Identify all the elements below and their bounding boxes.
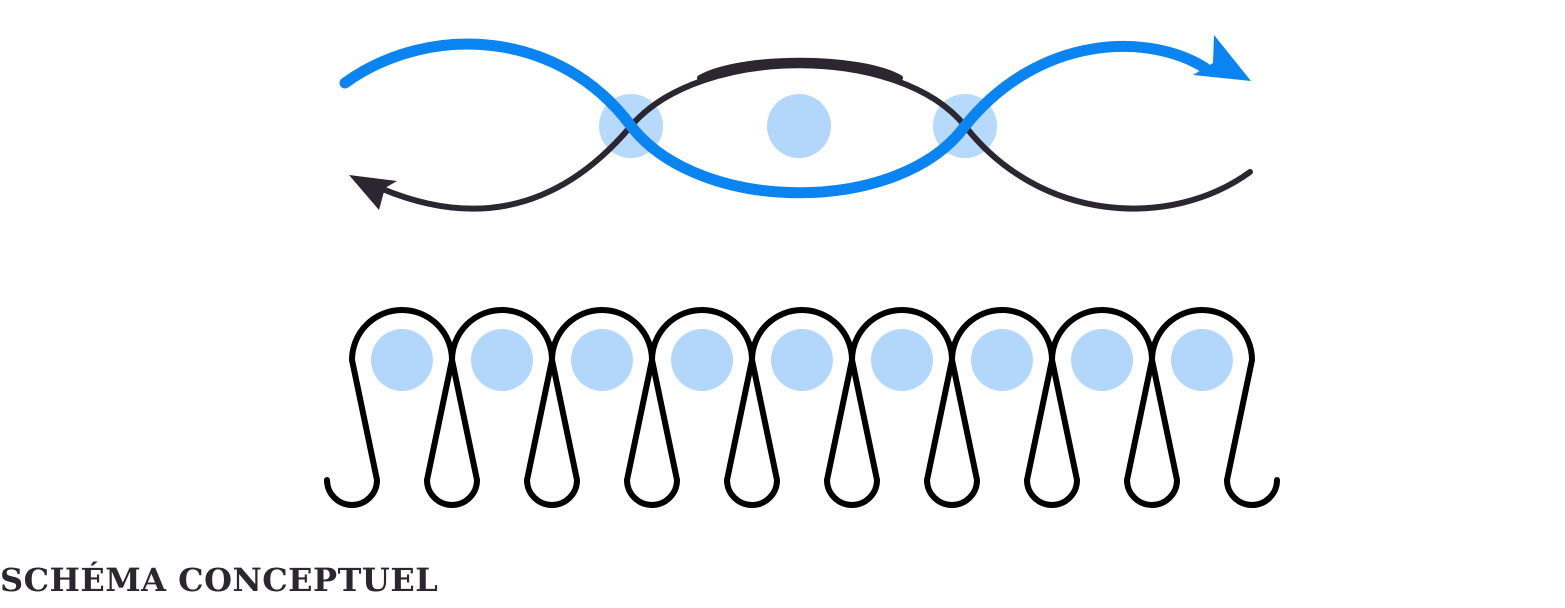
crossing-dot-center (767, 94, 831, 158)
loop-dot (671, 329, 733, 391)
loop-dot (371, 329, 433, 391)
diagram-caption: SCHÉMA CONCEPTUEL (0, 560, 438, 600)
loop-dot (571, 329, 633, 391)
loop-dot (471, 329, 533, 391)
loop-dot (1071, 329, 1133, 391)
loop-dot (771, 329, 833, 391)
loop-dot (871, 329, 933, 391)
top-diagram (345, 35, 1251, 210)
bottom-diagram (327, 310, 1277, 505)
loop-dot (971, 329, 1033, 391)
loop-dot (1171, 329, 1233, 391)
blue-arrowhead-right (1193, 35, 1251, 81)
